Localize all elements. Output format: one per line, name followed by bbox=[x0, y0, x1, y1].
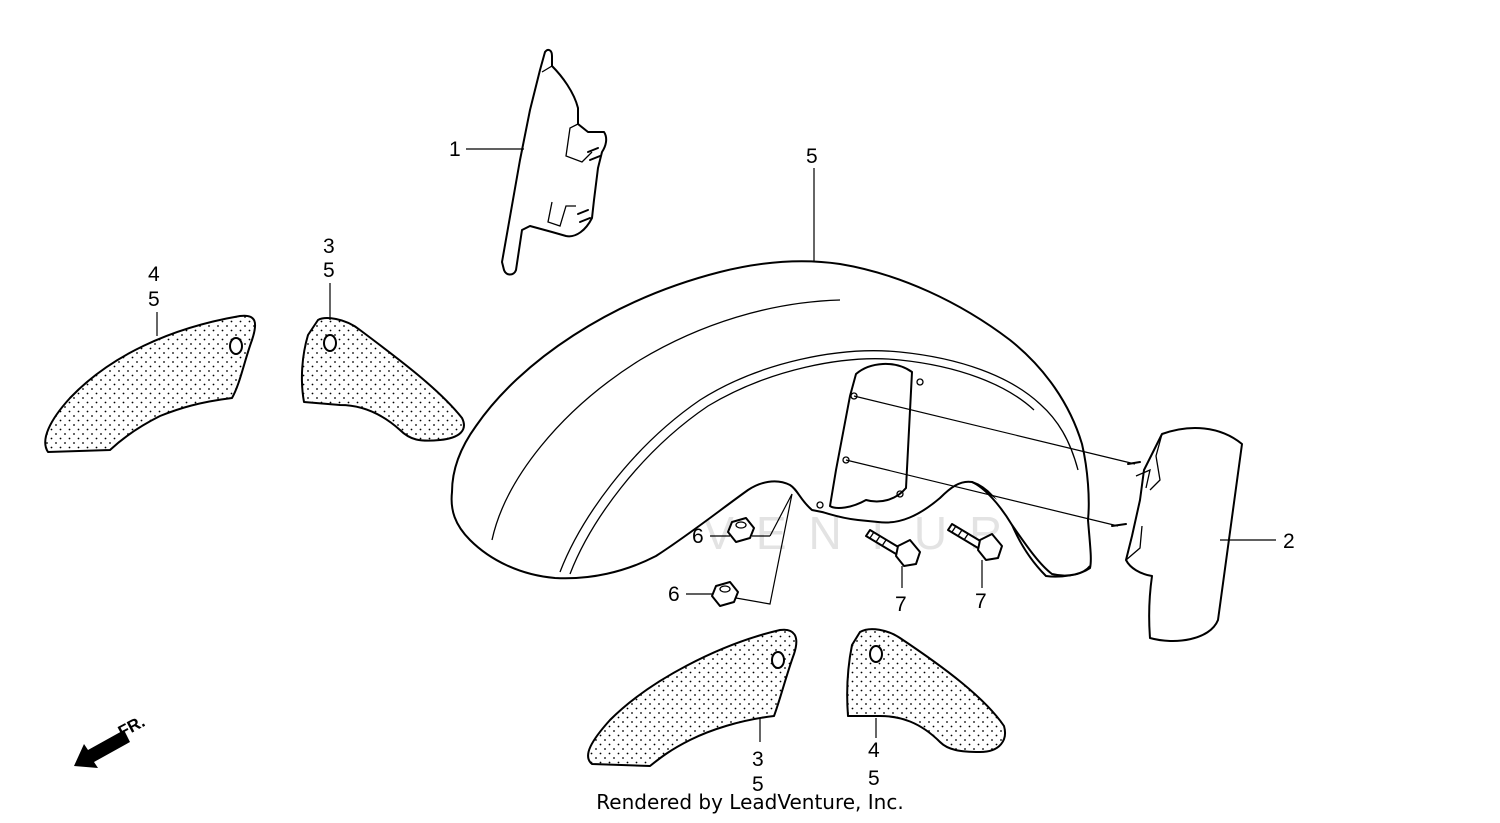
callout-3-left: 3 bbox=[323, 235, 335, 258]
callout-5-bottom-3: 5 bbox=[752, 773, 764, 796]
callout-5-bottom-4: 5 bbox=[868, 767, 880, 790]
callout-4-bottom: 4 bbox=[868, 739, 880, 762]
callout-7-left: 7 bbox=[895, 593, 907, 616]
callout-5-left-4: 5 bbox=[148, 288, 160, 311]
part-6-nut-lower bbox=[711, 581, 739, 607]
part-3-pad-bottom bbox=[587, 628, 798, 767]
callout-5-left-3: 5 bbox=[323, 259, 335, 282]
front-direction-arrow: FR. bbox=[74, 712, 148, 768]
callout-leaders bbox=[156, 148, 1276, 742]
callout-2: 2 bbox=[1283, 530, 1295, 553]
part-7-bolt-left bbox=[865, 529, 921, 567]
leader-bolt-upper bbox=[853, 395, 1136, 465]
part-3-pad-left bbox=[300, 317, 465, 442]
part-6-nut-upper bbox=[727, 517, 755, 543]
render-credit: Rendered by LeadVenture, Inc. bbox=[0, 790, 1500, 814]
part-2-fork-cover-lower bbox=[1111, 427, 1243, 642]
callout-7-right: 7 bbox=[975, 590, 987, 613]
callout-1: 1 bbox=[449, 138, 461, 161]
callout-4-left: 4 bbox=[148, 263, 160, 286]
part-4-pad-left bbox=[44, 314, 257, 453]
part-7-bolt-right bbox=[947, 523, 1003, 561]
callout-6-lower: 6 bbox=[668, 583, 680, 606]
part-1-fork-cover-upper bbox=[501, 48, 608, 276]
callout-5-fender: 5 bbox=[806, 145, 818, 168]
render-credit-text: Rendered by LeadVenture, Inc. bbox=[596, 790, 904, 814]
leader-bolt-lower bbox=[845, 459, 1119, 527]
part-5-front-fender bbox=[450, 260, 1092, 580]
callout-3-bottom: 3 bbox=[752, 748, 764, 771]
part-4-pad-bottom bbox=[846, 628, 1006, 753]
callout-6-upper: 6 bbox=[692, 525, 704, 548]
